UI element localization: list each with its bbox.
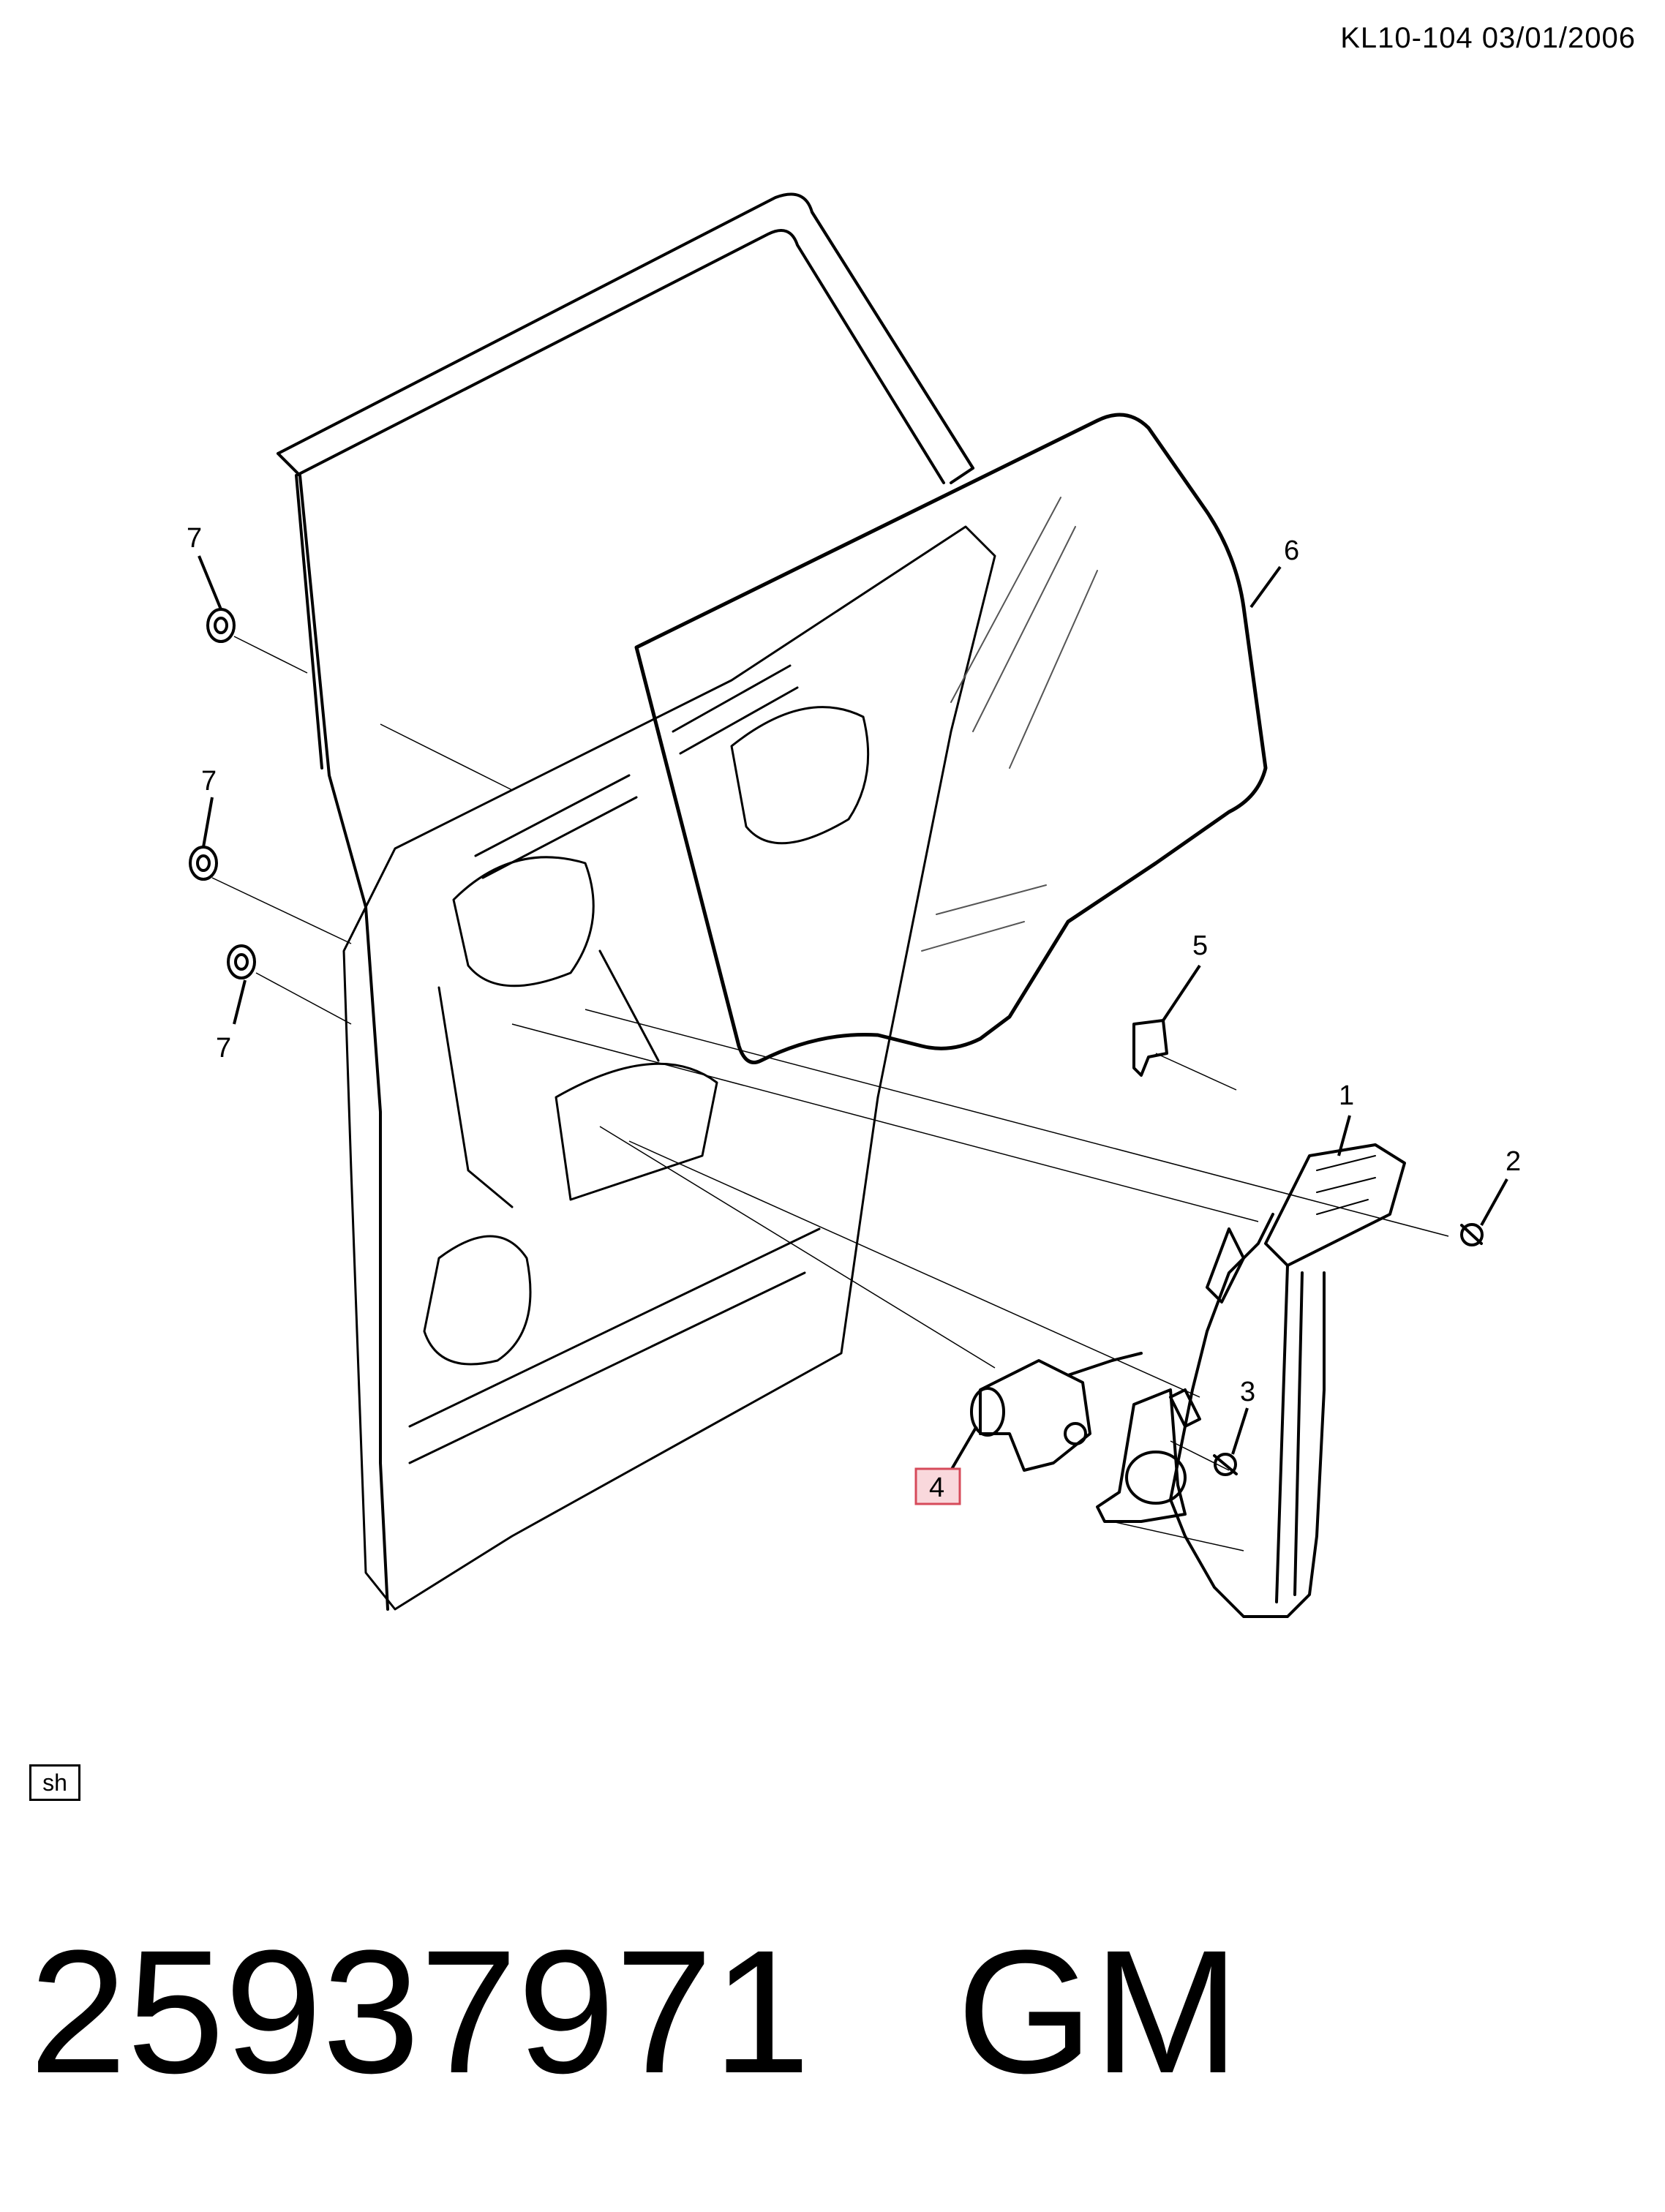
callout-7-top[interactable]: 7: [187, 523, 202, 554]
callout-3[interactable]: 3: [1240, 1377, 1255, 1407]
part-number: 25937971: [29, 1914, 811, 2110]
part-gap: [811, 1914, 957, 2110]
bolt: [1460, 1223, 1484, 1246]
callout-6[interactable]: 6: [1284, 535, 1299, 566]
door-glass: [634, 413, 1268, 1064]
callout-leaders: [198, 555, 1508, 1472]
callout-4-highlight: [914, 1467, 961, 1505]
regulator-motor: [970, 1352, 1143, 1472]
grommet-a: [206, 608, 236, 643]
sh-label: sh: [29, 1764, 80, 1801]
door-exploded-diagram: 7 7 7 6 5 1 2 3 4: [187, 192, 1521, 1618]
callout-7-middle[interactable]: 7: [201, 766, 217, 797]
callout-4[interactable]: 4: [929, 1472, 944, 1503]
diagram-code-date: KL10-104 03/01/2006: [1340, 22, 1636, 54]
part-number-line: 25937971 GM: [29, 1924, 1239, 2099]
glass-clip: [1132, 1019, 1168, 1077]
callout-5[interactable]: 5: [1192, 930, 1208, 961]
door-frame: [277, 192, 974, 1611]
callout-1[interactable]: 1: [1339, 1080, 1354, 1111]
grommet-b: [189, 846, 218, 881]
callout-2[interactable]: 2: [1506, 1146, 1521, 1177]
callout-7-bottom[interactable]: 7: [216, 1033, 231, 1064]
door-inner-panel: [342, 525, 996, 1611]
alignment-lines: [211, 636, 1449, 1551]
grommet-c: [227, 944, 256, 979]
regulator-drive-plate: [1096, 1388, 1187, 1523]
nut: [1213, 1453, 1238, 1476]
brand: GM: [956, 1914, 1240, 2110]
window-regulator: [1169, 1143, 1406, 1618]
